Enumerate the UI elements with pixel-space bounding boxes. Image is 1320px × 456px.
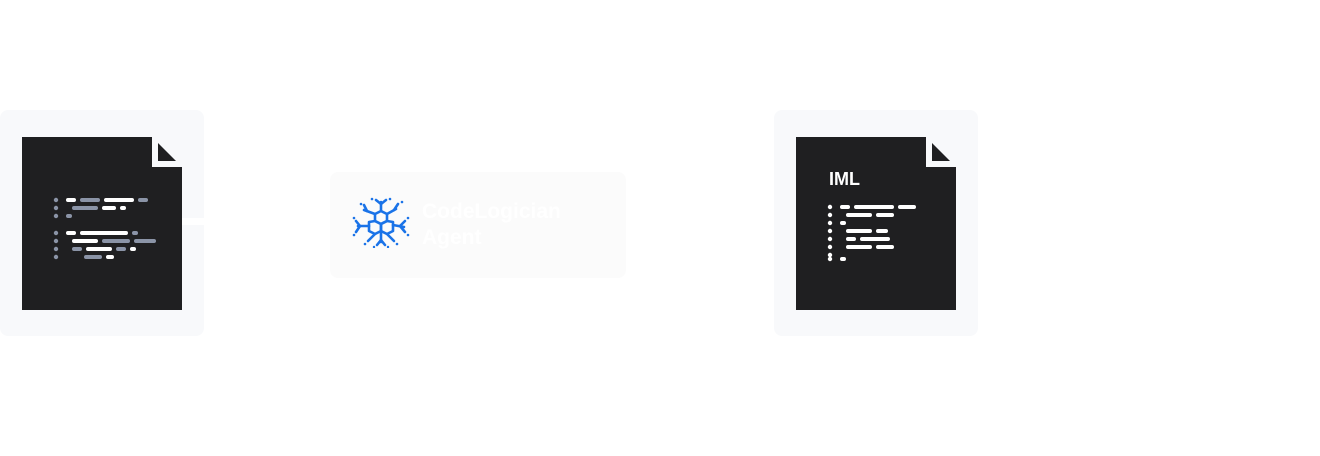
codelogician-agent-box: CodeLogician Agent bbox=[330, 172, 626, 278]
source-code-card bbox=[0, 110, 204, 336]
agent-title-line-1: CodeLogician bbox=[422, 200, 561, 223]
codelogician-logo-icon bbox=[352, 197, 410, 248]
agent-title-line-2: Agent bbox=[422, 226, 482, 249]
iml-label: IML bbox=[829, 169, 860, 189]
code-file-icon bbox=[22, 137, 182, 310]
connector-stub bbox=[182, 218, 204, 225]
agent-title: CodeLogician Agent bbox=[422, 199, 612, 251]
iml-file-icon bbox=[796, 137, 956, 310]
iml-output-card: IML bbox=[774, 110, 978, 336]
